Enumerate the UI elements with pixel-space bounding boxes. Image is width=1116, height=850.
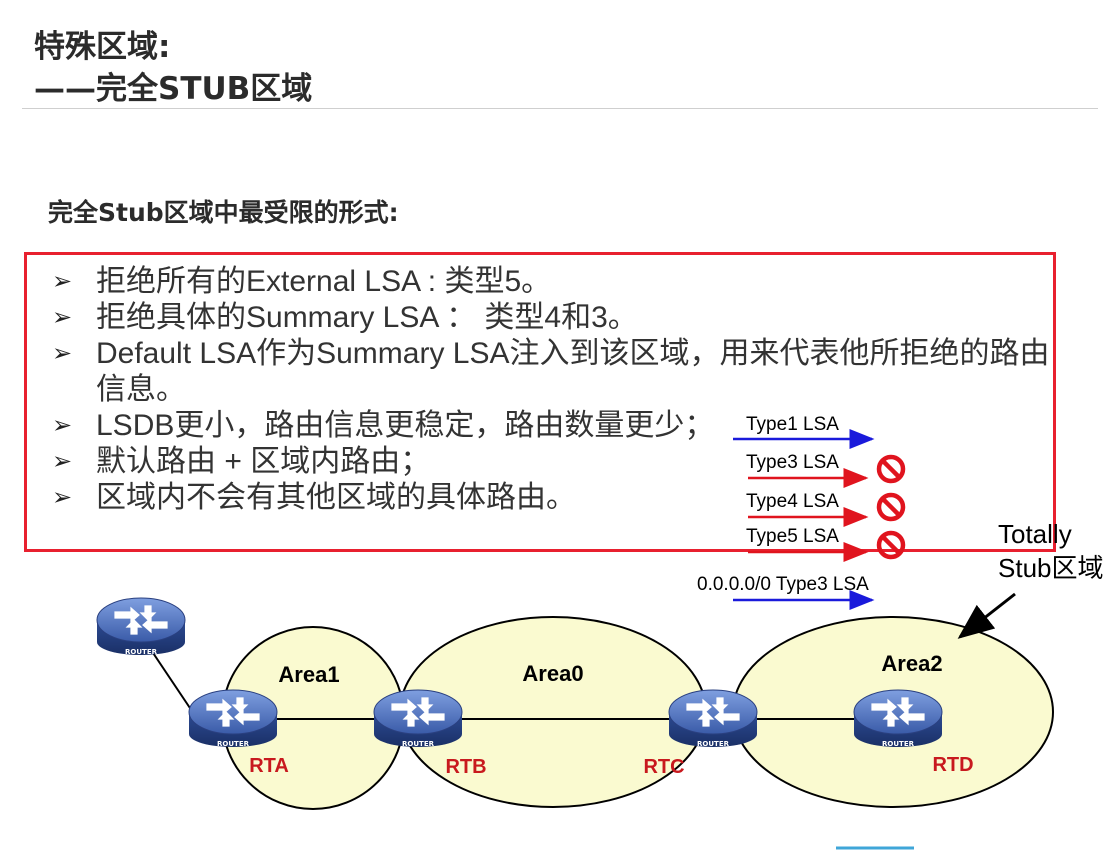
lsa-type5-label: Type5 LSA (746, 526, 839, 547)
bullet-item: ➢ LSDB更小，路由信息更稳定，路由数量更少； (52, 408, 1052, 444)
router-rtb-icon: ROUTER (373, 689, 463, 748)
totally-stub-line1: Totally (998, 519, 1072, 549)
router-caption: ROUTER (882, 740, 915, 748)
area0-label: Area0 (522, 661, 583, 686)
arrow-bullet-icon: ➢ (52, 484, 73, 511)
bullet-text: 拒绝所有的External LSA : 类型5。 (96, 265, 552, 298)
subheading: 完全Stub区域中最受限的形式: (48, 198, 399, 227)
area1-label: Area1 (278, 662, 339, 687)
bullet-text: LSDB更小，路由信息更稳定，路由数量更少； (96, 409, 715, 442)
router-icon: ROUTER (96, 597, 186, 656)
bullet-list: ➢ 拒绝所有的External LSA : 类型5。 ➢ 拒绝具体的Summary … (52, 264, 1052, 516)
lsa-default-label: 0.0.0.0/0 Type3 LSA (697, 574, 869, 595)
arrow-bullet-icon: ➢ (52, 412, 73, 439)
totally-stub-line2: Stub区域 (998, 553, 1104, 583)
title-line-2: ——完全STUB区域 (34, 71, 313, 107)
title-divider (22, 108, 1098, 109)
bullet-item: ➢ 默认路由 + 区域内路由； (52, 444, 1052, 480)
router-rtd-icon: ROUTER (853, 689, 943, 748)
block-icon (876, 530, 906, 560)
bullet-item: ➢ 拒绝具体的Summary LSA ： 类型4和3。 (52, 300, 1052, 336)
router-caption: ROUTER (697, 740, 730, 748)
router-caption: ROUTER (125, 648, 158, 656)
bullet-text: 拒绝具体的Summary LSA ： 类型4和3。 (96, 301, 638, 334)
rtc-label: RTC (643, 756, 684, 778)
totally-stub-pointer-arrow (957, 592, 1016, 639)
bullet-text: 区域内不会有其他区域的具体路由。 (96, 481, 576, 514)
highlight-box (24, 252, 1056, 552)
arrow-bullet-icon: ➢ (52, 340, 73, 367)
router-caption: ROUTER (402, 740, 435, 748)
arrow-bullet-icon: ➢ (52, 448, 73, 475)
rtb-label: RTB (445, 756, 486, 778)
bullet-item: ➢ 拒绝所有的External LSA : 类型5。 (52, 264, 1052, 300)
bullet-item: ➢ 区域内不会有其他区域的具体路由。 (52, 480, 1052, 516)
bullet-item: ➢ Default LSA作为Summary LSA注入到该区域，用来代表他所拒绝… (52, 336, 1052, 408)
router-caption: ROUTER (217, 740, 250, 748)
block-icon (876, 492, 906, 522)
lsa-type4-label: Type4 LSA (746, 491, 839, 512)
rtd-label: RTD (932, 754, 973, 776)
bullet-text: 默认路由 + 区域内路由； (96, 445, 431, 478)
bullet-text: Default LSA作为Summary LSA注入到该区域，用来代表他所拒绝的… (96, 337, 1050, 406)
lsa-type1-label: Type1 LSA (746, 414, 839, 435)
area2-label: Area2 (881, 651, 942, 676)
router-rtc-icon: ROUTER (668, 689, 758, 748)
arrow-bullet-icon: ➢ (52, 268, 73, 295)
block-icon (876, 454, 906, 484)
page-title: 特殊区域: ——完全STUB区域 (34, 26, 312, 110)
router-rta-icon: ROUTER (188, 689, 278, 748)
lsa-type3-label: Type3 LSA (746, 452, 839, 473)
arrow-bullet-icon: ➢ (52, 304, 73, 331)
rta-label: RTA (249, 755, 289, 777)
title-line-1: 特殊区域: (34, 29, 171, 65)
